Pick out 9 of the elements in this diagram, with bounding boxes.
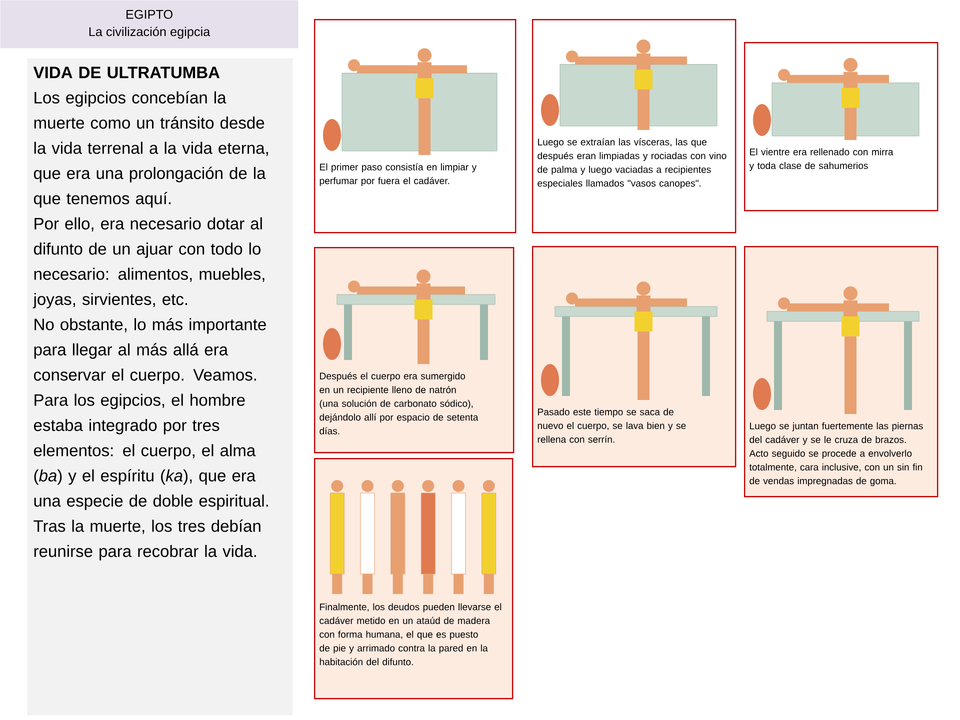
step-text: El vientre era rellenado con mirra y toda clase de sahumerios bbox=[749, 148, 894, 171]
header-box: EGIPTO La civilización egipcia bbox=[0, 0, 298, 48]
text-panel: VIDA DE ULTRATUMBA Los egipcios concebían la muerte como un tránsito desde la vida terrenal a la vida eterna, que era una prolongación de la que tenemos aquí. Por ello, era necesario dotar al difunto de un ajuar con todo lo necesario: alimentos, muebles, joyas, sirvientes, etc. No obstante, lo más importante para llegar al más allá era conservar el cuerpo. Veamos. Para los egipcios, el hombre estaba integrado por tres elementos: el cuerpo, el alma (ba) y el espíritu (ka), que era una especie de doble espiritual. Tras la muerte, los tres debían reunirse para recobrar la vida. bbox=[27, 58, 293, 716]
step-text: Después el cuerpo era sumergido en un recipiente lleno de natrón (una solución de carbonato sódico), dejándolo allí por espacio de setenta días. bbox=[320, 372, 478, 434]
step-text: El primer paso consistía en limpiar y perfumar por fuera el cadáver. bbox=[320, 163, 477, 186]
step-text: Finalmente, los deudos pueden llevarse el cadáver metido en un ataúd de madera con forma humana, el que es puesto de pie y arrimado contra la pared en la habitación del difunto. bbox=[320, 603, 502, 666]
step-text: Pasado este tiempo se saca de nuevo el cuerpo, se lava bien y se rellena con serrín. bbox=[538, 408, 686, 443]
step-text: Luego se extraían las vísceras, las que después eran limpiadas y rociadas con vino de palma y luego vaciadas a recipientes especiales llamados "vasos canopes". bbox=[538, 138, 726, 189]
step-text: Luego se juntan fuertemente las piernas del cadáver y se le cruza de brazos. Acto seguido se procede a envolverlo totalmente, cara inclusive, con un sin fin de vendas impregnadas de goma. bbox=[749, 422, 923, 486]
